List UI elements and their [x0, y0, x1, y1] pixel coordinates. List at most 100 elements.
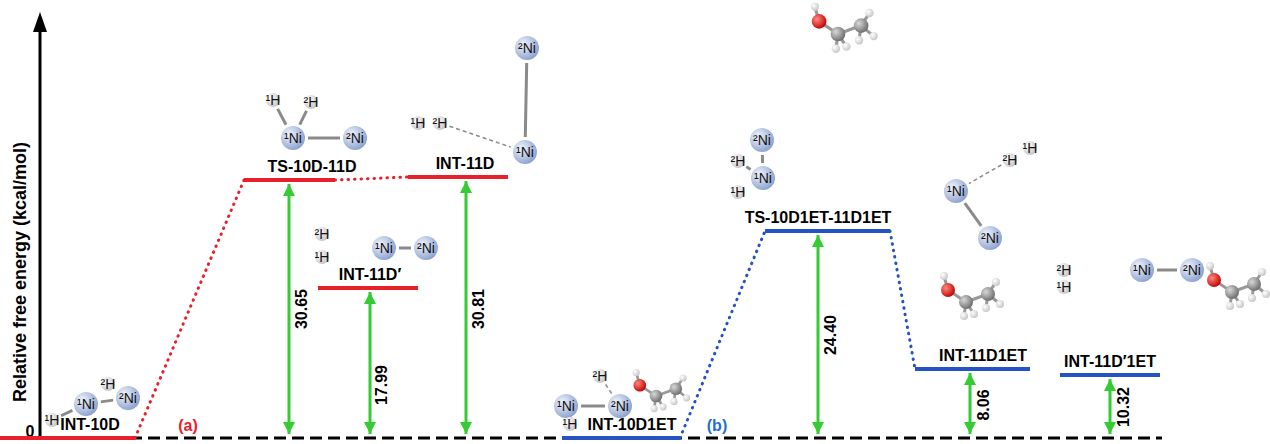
atom: [981, 287, 995, 301]
atom: [832, 45, 840, 53]
atom-label: ²H: [593, 368, 608, 384]
bond: [300, 111, 307, 125]
energy-value: 30.81: [470, 289, 488, 329]
bond: [525, 63, 526, 137]
bond: [746, 167, 750, 170]
energy-level: INT-10D1ET: [562, 416, 680, 440]
atom-label: ¹H: [45, 412, 60, 428]
bond: [278, 109, 286, 125]
energy-level: INT-11D1ET: [915, 347, 1030, 371]
atom: [842, 42, 850, 50]
ethanol-molecule: [940, 272, 1004, 320]
energy-value: 24.40: [822, 315, 840, 355]
atom-label: ¹H: [731, 184, 746, 200]
atom: [992, 278, 1000, 286]
atom: [854, 18, 869, 33]
energy-level: INT-11D: [408, 155, 508, 179]
atom: [650, 390, 663, 403]
atom: [1248, 294, 1256, 302]
nickel-atom: [372, 236, 396, 260]
level-label: INT-10D: [60, 416, 121, 434]
atom: [960, 312, 968, 320]
atom-label: ¹Ni: [375, 240, 393, 256]
atom-label: ²H: [1003, 152, 1018, 168]
energy-gap-arrows: [289, 181, 1110, 434]
level-bar: [562, 436, 680, 440]
atom-label: ¹Ni: [754, 170, 772, 186]
atom: [970, 310, 978, 318]
atom-label: ¹Ni: [516, 144, 534, 160]
bond: [399, 247, 411, 250]
atom-label: ¹Ni: [947, 183, 965, 199]
level-bar: [765, 229, 890, 233]
nickel-atom: [281, 126, 305, 150]
atom-label: ²Ni: [753, 132, 771, 148]
energy-level: INT-10D: [0, 416, 135, 440]
atom-label: ¹H: [411, 115, 426, 131]
pathway-connector: [680, 231, 765, 438]
atom-label: ¹Ni: [1133, 262, 1151, 278]
atom-label: ¹H: [315, 249, 330, 265]
level-bar: [915, 367, 1030, 371]
atom-label: ²H: [1057, 262, 1072, 278]
nickel-atom: [515, 36, 539, 60]
nickel-atom: [1180, 258, 1204, 282]
atom: [1236, 300, 1244, 308]
level-label: INT-11D′: [339, 266, 403, 284]
nickel-atom: [414, 236, 438, 260]
bond: [308, 137, 340, 140]
bond: [581, 405, 605, 408]
atom: [941, 283, 955, 297]
energy-axis: [33, 12, 47, 440]
atom: [1262, 290, 1270, 298]
level-bar: [318, 286, 418, 290]
atom-label: ²H: [731, 153, 746, 169]
nickel-atom: [608, 394, 632, 418]
atom: [670, 383, 683, 396]
atom-label: ¹Ni: [284, 130, 302, 146]
level-bar: [408, 175, 508, 179]
atom: [959, 295, 973, 309]
bond: [101, 400, 113, 402]
atom: [1247, 277, 1261, 291]
atom-label: ¹H: [1057, 279, 1072, 295]
atom-label: ²Ni: [417, 240, 435, 256]
atom: [940, 272, 948, 280]
atom: [831, 27, 846, 42]
level-bar: [0, 436, 135, 440]
nickel-atom: [554, 394, 578, 418]
pathway-connector: [890, 231, 915, 369]
nickel-atom: [513, 140, 537, 164]
energy-value: 8.06: [975, 389, 993, 420]
pathway-label: (a): [178, 417, 198, 435]
weak-interaction: [449, 126, 510, 147]
nickel-atom: [944, 179, 968, 203]
atom-label: ¹H: [563, 416, 578, 432]
atom: [982, 304, 990, 312]
nickel-atom: [750, 128, 774, 152]
nickel-atom: [74, 392, 98, 416]
nickel-atom: [1130, 258, 1154, 282]
pathway-connector: [135, 180, 244, 438]
atom-label: ²Ni: [611, 398, 629, 414]
atom-label: ²H: [315, 226, 330, 242]
nickel-atom: [978, 226, 1002, 250]
atom: [1225, 285, 1239, 299]
atom: [660, 403, 667, 410]
ethanol-molecule: [633, 369, 691, 412]
energy-value: 10.32: [1115, 387, 1133, 427]
atom-label: ²Ni: [1183, 262, 1201, 278]
atom: [679, 374, 686, 381]
energy-level: TS-10D-11D: [244, 158, 359, 182]
nickel-atom: [116, 386, 140, 410]
atom-label: ²H: [433, 115, 448, 131]
atom: [812, 14, 827, 29]
atom-label: ¹Ni: [557, 398, 575, 414]
atom: [870, 32, 878, 40]
weak-interaction: [969, 165, 1001, 184]
atom: [634, 379, 647, 392]
atom: [996, 300, 1004, 308]
atom: [683, 394, 690, 401]
